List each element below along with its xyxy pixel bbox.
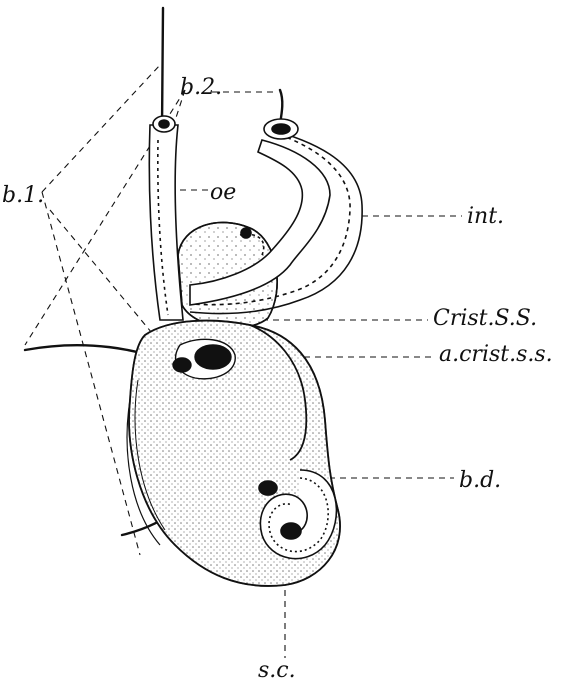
label-oe: oe	[210, 182, 236, 204]
oesophagus	[149, 116, 183, 320]
leader-b1-upper	[42, 65, 160, 192]
label-sc: s.c.	[258, 660, 296, 682]
label-b2: b.2.	[180, 77, 222, 99]
crist-opening	[173, 339, 235, 379]
label-bd: b.d.	[459, 470, 501, 492]
leader-b1-lower	[42, 192, 140, 555]
probe-top	[162, 8, 163, 128]
label-a-crist-ss: a.crist.s.s.	[439, 344, 553, 366]
label-int: int.	[467, 206, 504, 228]
label-crist-ss: Crist.S.S.	[433, 308, 537, 330]
label-b1: b.1.	[2, 185, 44, 207]
